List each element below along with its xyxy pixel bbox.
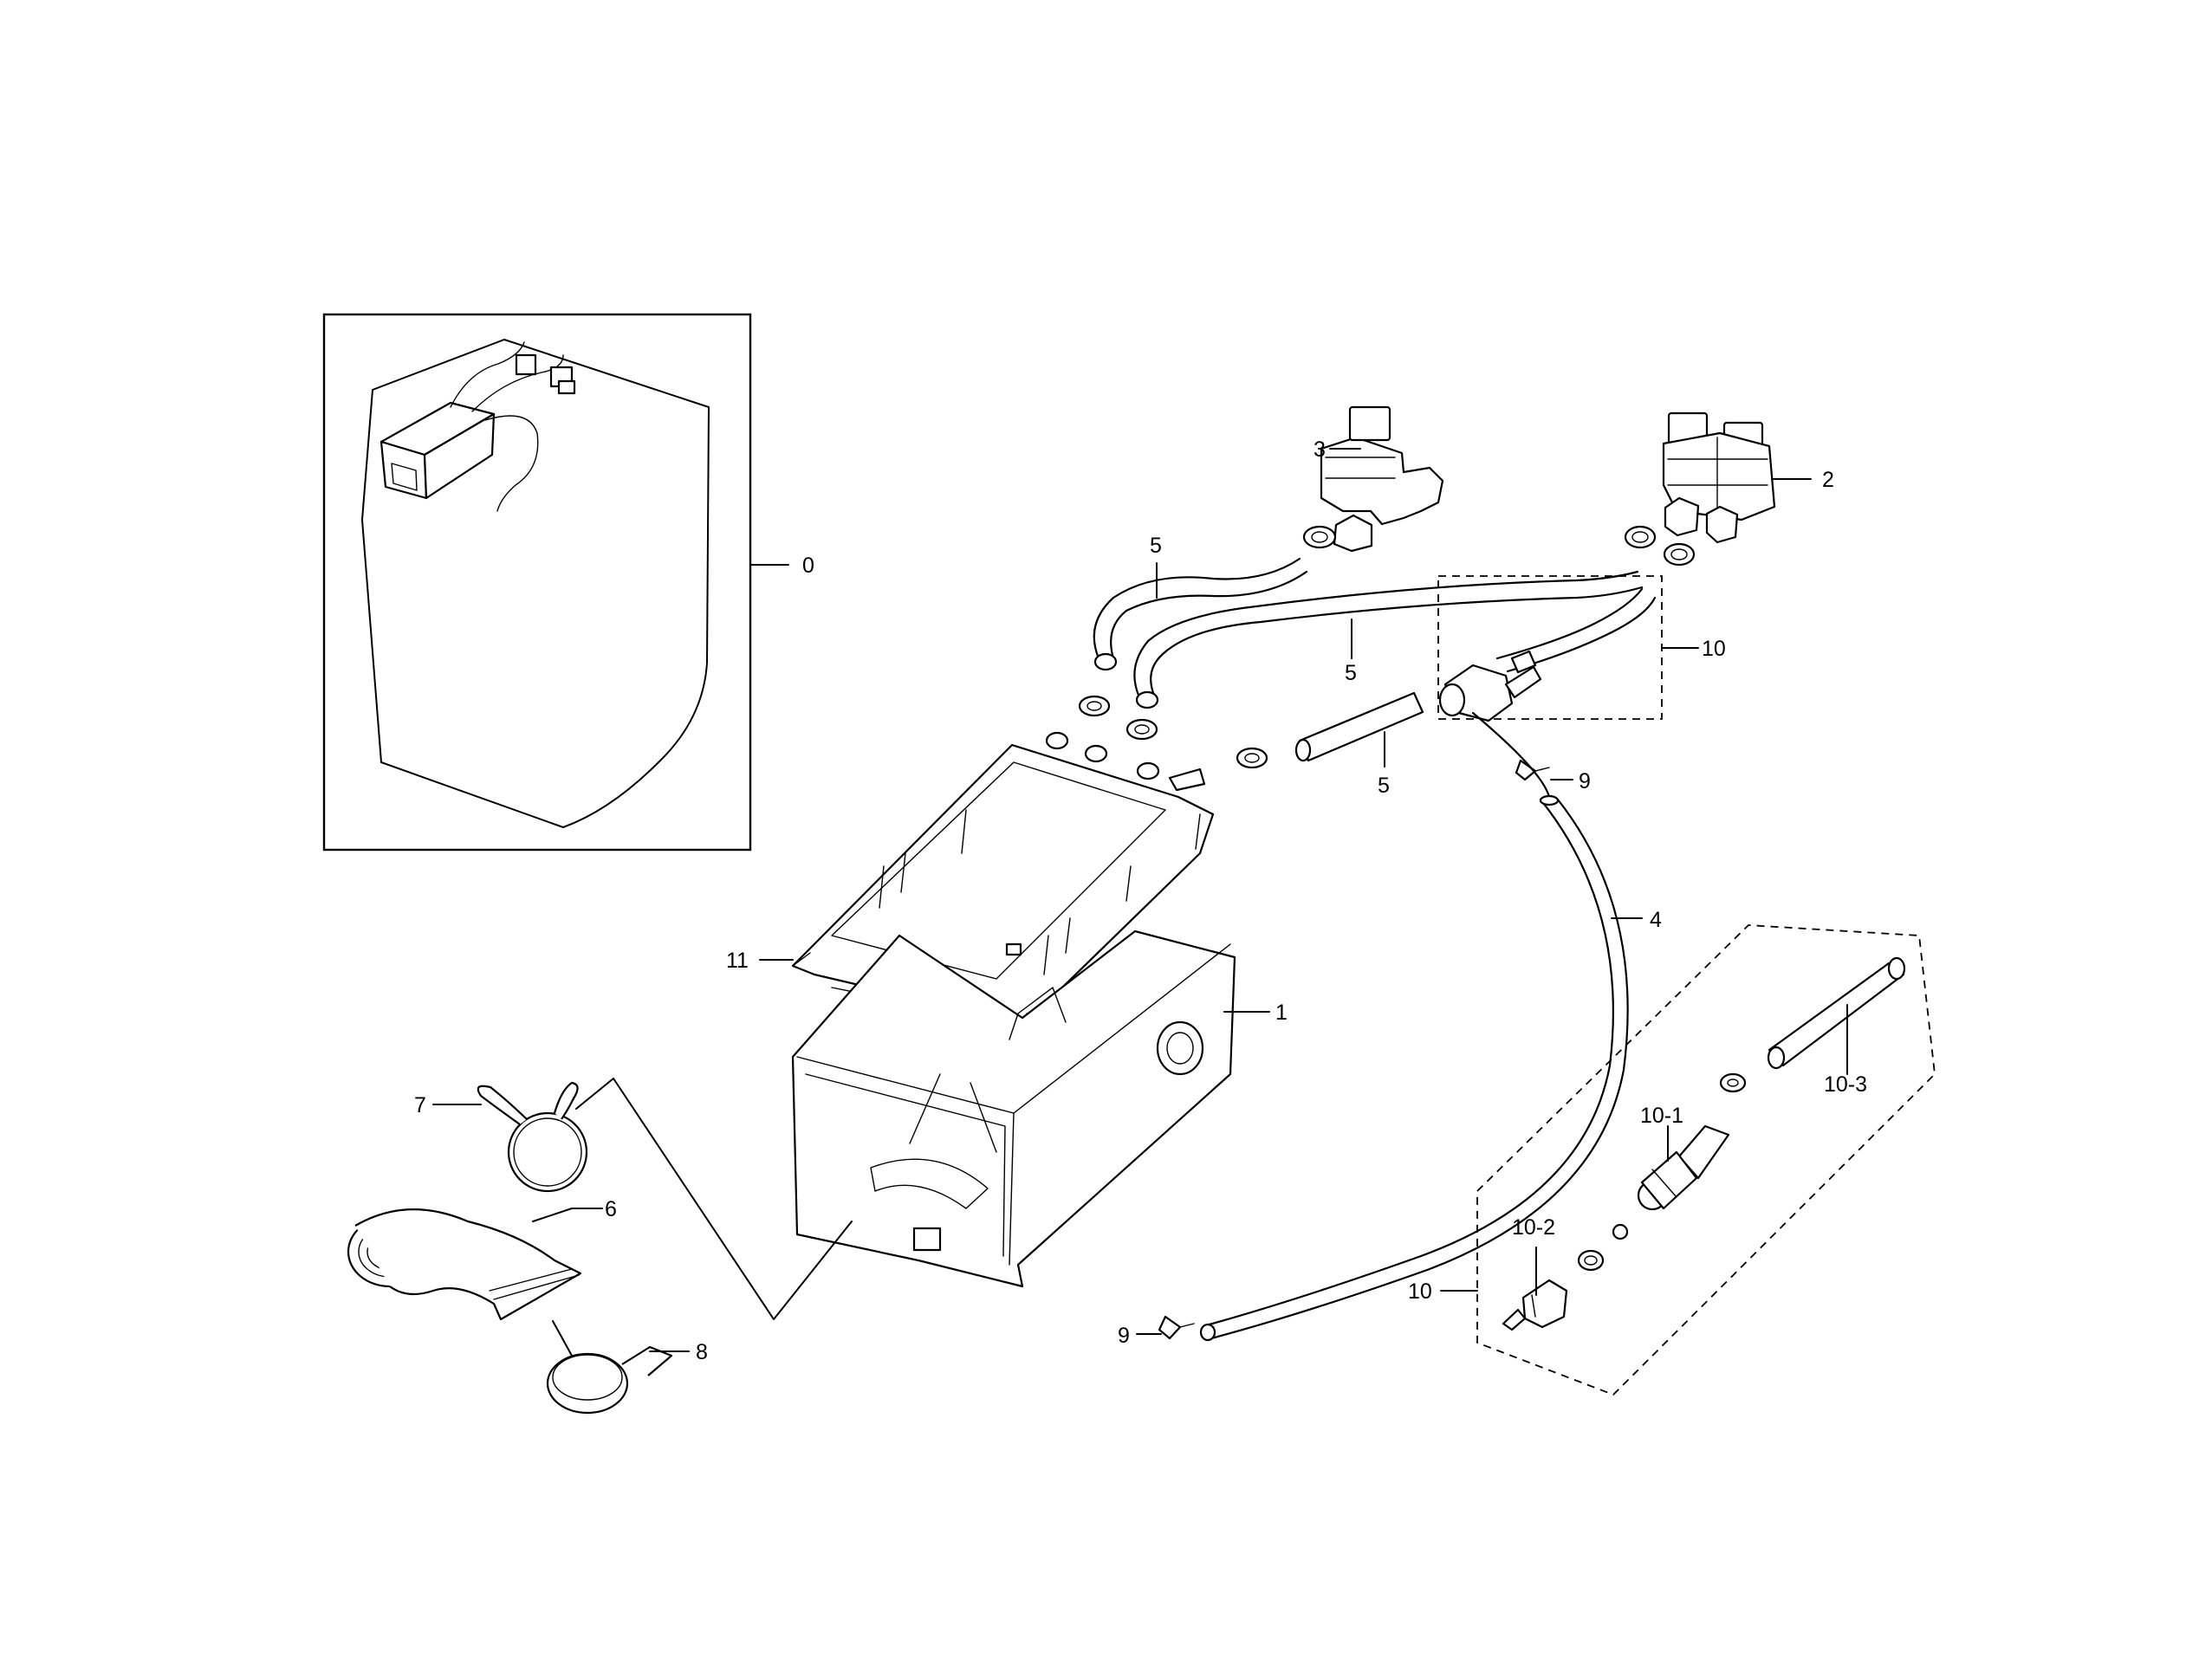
callout-9-upper: 9 [1579, 769, 1591, 793]
callout-10-upper: 10 [1702, 637, 1726, 661]
vacuum-tube-10-3 [1767, 956, 1906, 1070]
hose-clamp-housing-2 [1125, 718, 1158, 741]
inset-frame [322, 313, 752, 852]
bellows-group-leader [575, 1078, 853, 1320]
callout-10-1: 10-1 [1640, 1104, 1683, 1128]
callout-11: 11 [726, 949, 749, 973]
callout-8: 8 [696, 1340, 708, 1364]
callout-6: 6 [605, 1197, 617, 1221]
inlet-hose-left [1093, 557, 1308, 671]
callout-2: 2 [1822, 468, 1834, 492]
hose-band-clamp [546, 1320, 673, 1415]
connector-10-2 [1502, 1279, 1568, 1331]
callout-1: 1 [1275, 1001, 1288, 1025]
hose-clamp-upper-left [1302, 525, 1337, 549]
inlet-hose-middle [1133, 570, 1644, 709]
callout-7: 7 [414, 1093, 426, 1117]
callout-5-lower: 5 [1378, 774, 1390, 798]
callout-10-2: 10-2 [1512, 1215, 1555, 1240]
callout-10-3: 10-3 [1824, 1072, 1867, 1097]
hose-clamp-housing-1 [1078, 695, 1111, 717]
dispenser-bellows [347, 1208, 582, 1321]
dispenser-housing [791, 929, 1236, 1288]
callout-4: 4 [1650, 908, 1662, 932]
o-ring [1577, 1249, 1605, 1272]
callout-3: 3 [1314, 437, 1326, 462]
hose-clamp-upper-right-1 [1624, 525, 1657, 549]
hose-clamp-upper-right-2 [1663, 542, 1696, 567]
dispenser-assembly-thumbnail [379, 341, 576, 512]
vacuum-breaker-body-10-1 [1637, 1124, 1730, 1211]
vacuum-breaker-valve [1438, 650, 1542, 722]
callout-5-middle: 5 [1345, 661, 1357, 685]
water-valve-double [1662, 411, 1776, 544]
small-hose-clamp [1719, 1072, 1747, 1093]
callout-0: 0 [802, 554, 814, 578]
assembly-10-dashed-box-lower [1476, 924, 1936, 1396]
siphon-hose-long [1199, 711, 1629, 1342]
spring-clamp [477, 1081, 588, 1193]
callout-5-top: 5 [1150, 534, 1162, 558]
hose-clip-lower [1158, 1315, 1195, 1340]
callout-9-lower: 9 [1118, 1324, 1130, 1348]
dispenser-assembly-outline [361, 339, 710, 828]
callout-10-lower: 10 [1408, 1279, 1432, 1304]
check-ball [1612, 1223, 1629, 1240]
callout-6-leader [532, 1208, 603, 1222]
hose-clamp-housing-3 [1236, 747, 1268, 769]
connector-hose-short [1294, 691, 1424, 762]
water-valve-single [1320, 405, 1444, 553]
inlet-hose-right [1495, 587, 1657, 673]
